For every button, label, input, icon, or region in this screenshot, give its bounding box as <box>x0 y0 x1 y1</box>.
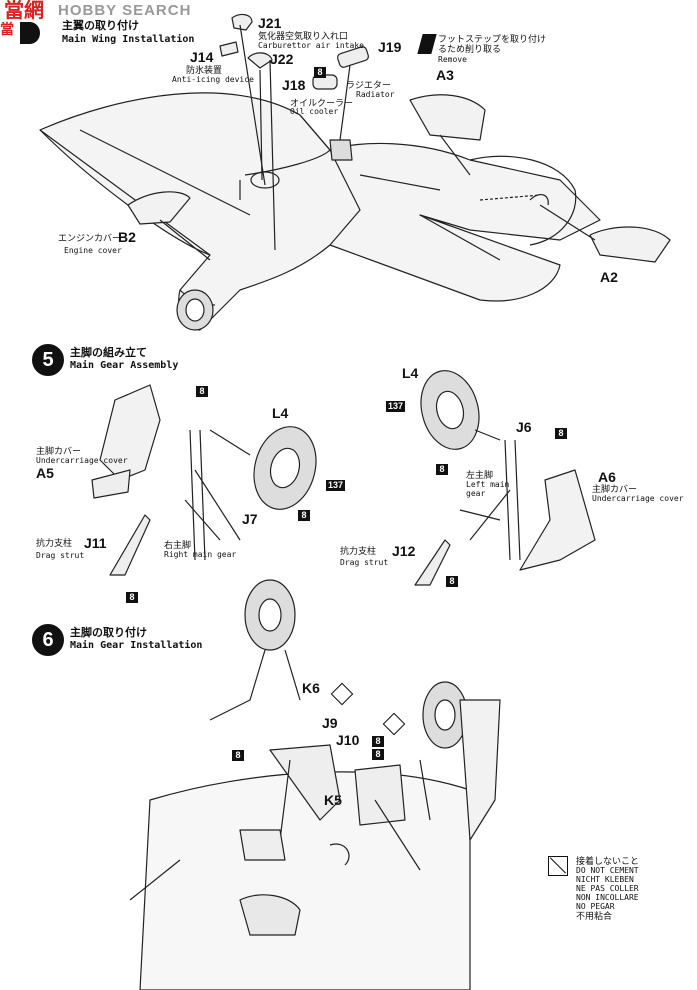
paint-8-f: 8 <box>446 571 458 589</box>
j18-jp: ラジエター <box>346 80 391 90</box>
label-j19: J19 <box>378 39 402 55</box>
b2-jp: エンジンカバー <box>58 233 122 243</box>
label-j9: J9 <box>322 715 338 731</box>
cover-a5-shape <box>99 384 161 481</box>
cover-en-right: Undercarriage cover <box>36 456 128 465</box>
label-k5: K5 <box>324 792 342 808</box>
cover-jp-left: 主脚カバー <box>592 484 638 494</box>
step5-title-en: Main Gear Assembly <box>70 360 179 371</box>
part-b2-shape <box>127 191 191 225</box>
label-a5: A5 <box>36 465 54 481</box>
step4-number-badge <box>20 22 40 44</box>
legend-l4: NON INCOLLARE <box>576 893 639 902</box>
j14-jp: 防氷装置 <box>186 65 223 75</box>
label-j6: J6 <box>516 419 532 435</box>
part-a2-shape <box>589 226 671 263</box>
label-l4-left: L4 <box>402 365 419 381</box>
paint-8-b: 8 <box>298 505 310 523</box>
aircraft-top-view <box>39 92 601 331</box>
cover-jp-right: 主脚カバー <box>36 446 82 456</box>
paint-137-left: 137 <box>386 401 406 412</box>
label-j11: J11 <box>84 535 107 551</box>
cover-en-left: Undercarriage cover <box>592 494 684 503</box>
part-a3-shape <box>409 94 486 141</box>
legend-l5: NO PEGAR <box>576 902 615 911</box>
paint-8-g: 8 <box>372 731 384 749</box>
step6-number-badge: 6 <box>32 624 64 656</box>
gear-jp-left: 左主脚 <box>466 470 494 480</box>
legend-l1: DO NOT CEMENT <box>576 866 639 875</box>
step6-title-jp: 主脚の取り付け <box>70 627 147 639</box>
gear-en-right: Right main gear <box>164 550 237 559</box>
legend-l2: NICHT KLEBEN <box>576 875 634 884</box>
legend-jp1: 接着しないこと <box>576 856 640 866</box>
step6-title-en: Main Gear Installation <box>70 640 203 651</box>
watermark-en: HOBBY SEARCH <box>58 2 192 19</box>
label-a6: A6 <box>598 469 616 485</box>
watermark-cn: 當網 <box>4 0 44 22</box>
legend-l3: NE PAS COLLER <box>576 884 639 893</box>
no-cement-legend-icon <box>548 856 568 876</box>
j14-en: Anti-icing device <box>172 75 254 84</box>
step4-title-jp: 主翼の取り付け <box>62 20 139 32</box>
paint-8-a: 8 <box>196 381 208 399</box>
gear-jp-right: 右主脚 <box>164 540 192 550</box>
b2-en: Engine cover <box>64 246 122 255</box>
label-j21: J21 <box>258 15 282 31</box>
label-a2: A2 <box>600 269 618 285</box>
label-a3: A3 <box>436 67 454 83</box>
label-b2: B2 <box>118 229 136 245</box>
paint-8-j18: 8 <box>314 62 326 80</box>
part-j19-shape <box>337 46 369 68</box>
label-j22: J22 <box>270 51 294 67</box>
watermark-left: 當 <box>0 21 14 37</box>
paint-8-d: 8 <box>555 423 567 441</box>
part-j22-shape <box>247 52 273 69</box>
step5-number-badge: 5 <box>32 344 64 376</box>
oil-jp: オイルクーラー <box>290 98 354 108</box>
gear-en-left-2: gear <box>466 489 486 498</box>
cover-a6-shape <box>519 469 596 571</box>
strut-jp-left: 抗力支柱 <box>340 546 377 556</box>
label-j10: J10 <box>336 732 360 748</box>
label-k6: K6 <box>302 680 320 696</box>
legend-jp2: 不用粘合 <box>576 911 613 921</box>
part-j14-shape <box>219 41 239 57</box>
remove-jp2: るため削り取る <box>438 44 502 54</box>
oil-en: Oil cooler <box>290 107 339 116</box>
strut-en-left: Drag strut <box>340 558 389 567</box>
paint-8-h: 8 <box>372 744 384 762</box>
remove-jp1: フットステップを取り付け <box>438 34 547 44</box>
label-j7: J7 <box>242 511 258 527</box>
j21-jp: 気化器空気取り入れ口 <box>258 31 349 41</box>
strut-en-right: Drag strut <box>36 551 85 560</box>
j21-en: Carburettor air intake <box>258 41 364 50</box>
label-j14: J14 <box>190 49 214 65</box>
paint-8-c: 8 <box>126 587 138 605</box>
paint-8-i: 8 <box>232 745 244 763</box>
strut-jp-right: 抗力支柱 <box>36 538 73 548</box>
paint-137-right: 137 <box>326 480 346 491</box>
label-j18: J18 <box>282 77 306 93</box>
step5-title-jp: 主脚の組み立て <box>70 347 147 359</box>
paint-8-e: 8 <box>436 459 448 477</box>
step4-title-en: Main Wing Installation <box>62 34 195 45</box>
label-j12: J12 <box>392 543 416 559</box>
remove-en: Remove <box>438 55 467 64</box>
gear-en-left-1: Left main <box>466 480 510 489</box>
j18-en: Radiator <box>356 90 395 99</box>
part-j21-shape <box>231 13 253 31</box>
label-l4-right: L4 <box>272 405 289 421</box>
